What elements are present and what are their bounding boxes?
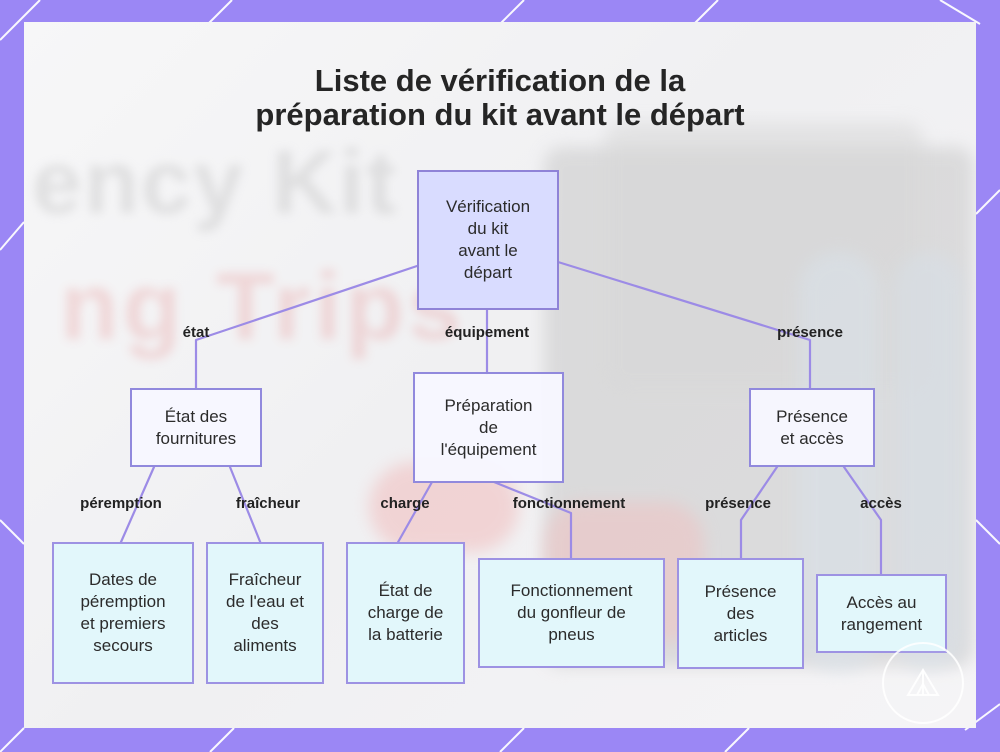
edge-label-peremption: péremption [80,495,162,512]
diagram-canvas: ency Kit ng Trips Liste de vérification … [24,22,976,728]
logo-mark [882,642,964,724]
page-title: Liste de vérification de la préparation … [234,64,766,132]
edge-label-acces: accès [860,495,902,512]
node-fraicheur: Fraîcheur de l'eau et des aliments [206,542,324,684]
edge-label-presence-top: présence [777,324,843,341]
connector-presence-to-acces [842,465,883,576]
node-etat-fournitures: État des fournitures [130,388,262,467]
edge-label-equipement: équipement [444,324,530,341]
node-presence-acces: Présence et accès [749,388,875,467]
edge-label-charge: charge [380,495,430,512]
edge-label-fonctionnement: fonctionnement [512,495,626,512]
node-preparation-equipement: Préparation de l'équipement [413,372,564,483]
root-node: Vérification du kit avant le départ [417,170,559,310]
connector-etat-to-peremption [119,465,156,544]
background-text: ng Trips [60,253,466,360]
node-acces-rangement: Accès au rangement [816,574,947,653]
connector-preparation-to-fonctionnement [492,480,573,561]
node-etat-charge: État de charge de la batterie [346,542,465,684]
page-title-line: Liste de vérification de la [314,63,686,98]
connector-root-to-etat [194,264,419,390]
connector-presence-to-articles [739,465,779,561]
connector-layer [119,260,883,576]
edge-label-fraicheur: fraîcheur [235,495,301,512]
node-fonctionnement: Fonctionnement du gonfleur de pneus [478,558,665,668]
connector-preparation-to-charge [395,480,434,546]
node-presence-articles: Présence des articles [677,558,804,669]
background-text: ency Kit [32,133,399,233]
connector-etat-to-fraicheur [228,465,263,546]
edge-label-presence-bottom: présence [705,495,771,512]
tent-icon [906,668,940,696]
node-dates-peremption: Dates de péremption et premiers secours [52,542,194,684]
edge-label-etat: état [182,324,210,341]
connector-root-to-presence [556,260,812,390]
page-title-line: préparation du kit avant le départ [255,97,745,132]
